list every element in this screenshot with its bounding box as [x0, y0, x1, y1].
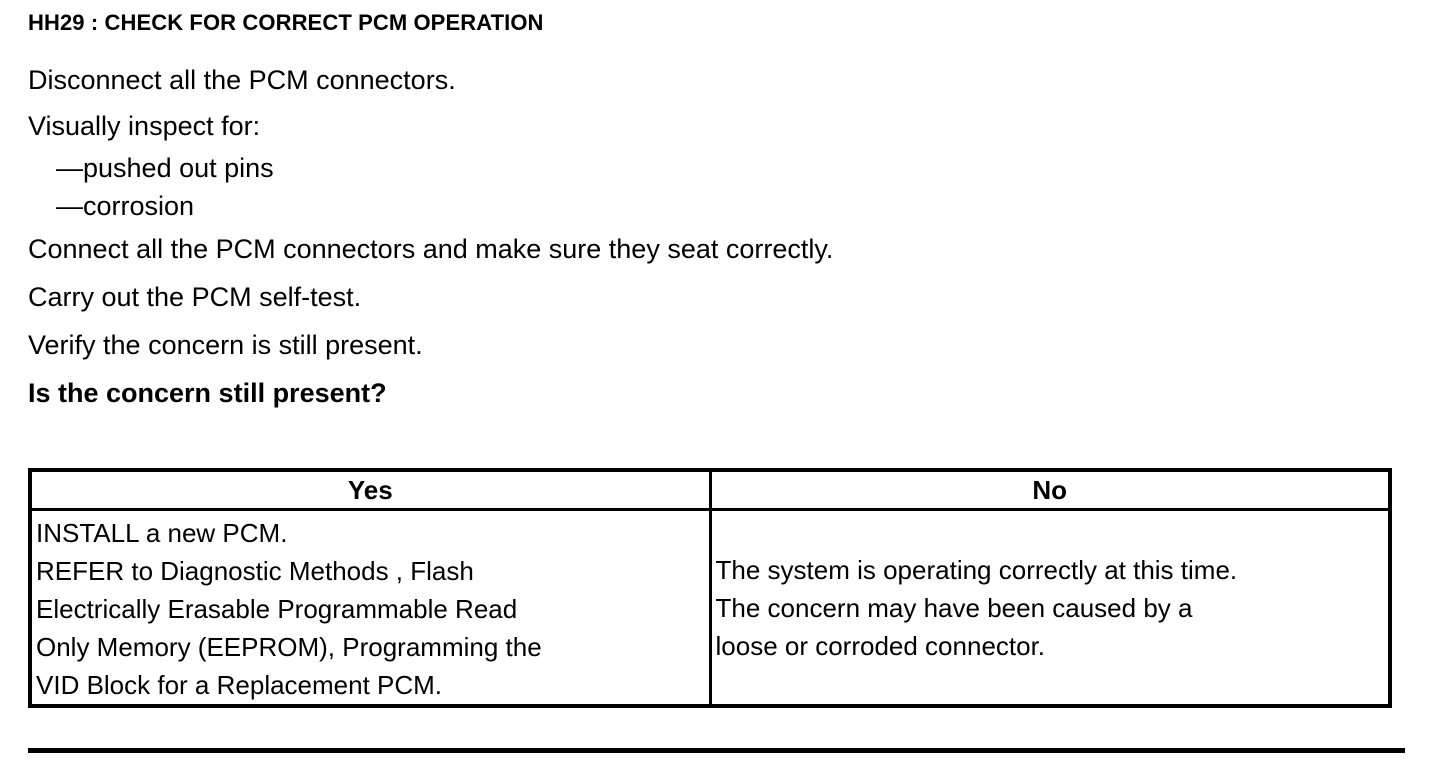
column-header-no: No: [708, 468, 1392, 511]
decision-table: Yes No INSTALL a new PCM. REFER to Diagn…: [28, 468, 1392, 708]
cell-no-action: The system is operating correctly at thi…: [708, 508, 1392, 708]
decision-question: Is the concern still present?: [28, 378, 387, 408]
cell-line: VID Block for a Replacement PCM.: [36, 670, 443, 700]
instruction-bullet: —pushed out pins: [56, 153, 274, 183]
table-row: INSTALL a new PCM. REFER to Diagnostic M…: [28, 508, 1392, 708]
cell-line: The system is operating correctly at thi…: [715, 554, 1238, 585]
cell-line: loose or corroded connector.: [715, 630, 1046, 661]
instruction-bullet: —corrosion: [56, 191, 195, 221]
instruction-line: Connect all the PCM connectors and make …: [28, 234, 834, 264]
cell-text-block: The system is operating correctly at thi…: [712, 551, 1389, 665]
cell-line: REFER to Diagnostic Methods , Flash: [36, 556, 474, 586]
cell-line: The concern may have been caused by a: [715, 592, 1193, 623]
table-header-row: Yes No: [28, 468, 1392, 511]
page-title: HH29 : CHECK FOR CORRECT PCM OPERATION: [28, 10, 544, 35]
section-divider-rule: [28, 748, 1405, 753]
cell-text-block: INSTALL a new PCM. REFER to Diagnostic M…: [32, 511, 709, 704]
cell-yes-action: INSTALL a new PCM. REFER to Diagnostic M…: [28, 508, 712, 708]
instruction-line: Visually inspect for:: [28, 111, 261, 141]
column-header-yes: Yes: [28, 468, 712, 511]
cell-line: INSTALL a new PCM.: [36, 518, 288, 548]
instruction-line: Carry out the PCM self-test.: [28, 282, 362, 312]
cell-line: Electrically Erasable Programmable Read: [36, 594, 518, 624]
instruction-line: Verify the concern is still present.: [28, 330, 423, 360]
cell-line: Only Memory (EEPROM), Programming the: [36, 632, 542, 662]
instruction-list: Disconnect all the PCM connectors. Visua…: [28, 56, 1398, 417]
instruction-line: Disconnect all the PCM connectors.: [28, 65, 456, 95]
